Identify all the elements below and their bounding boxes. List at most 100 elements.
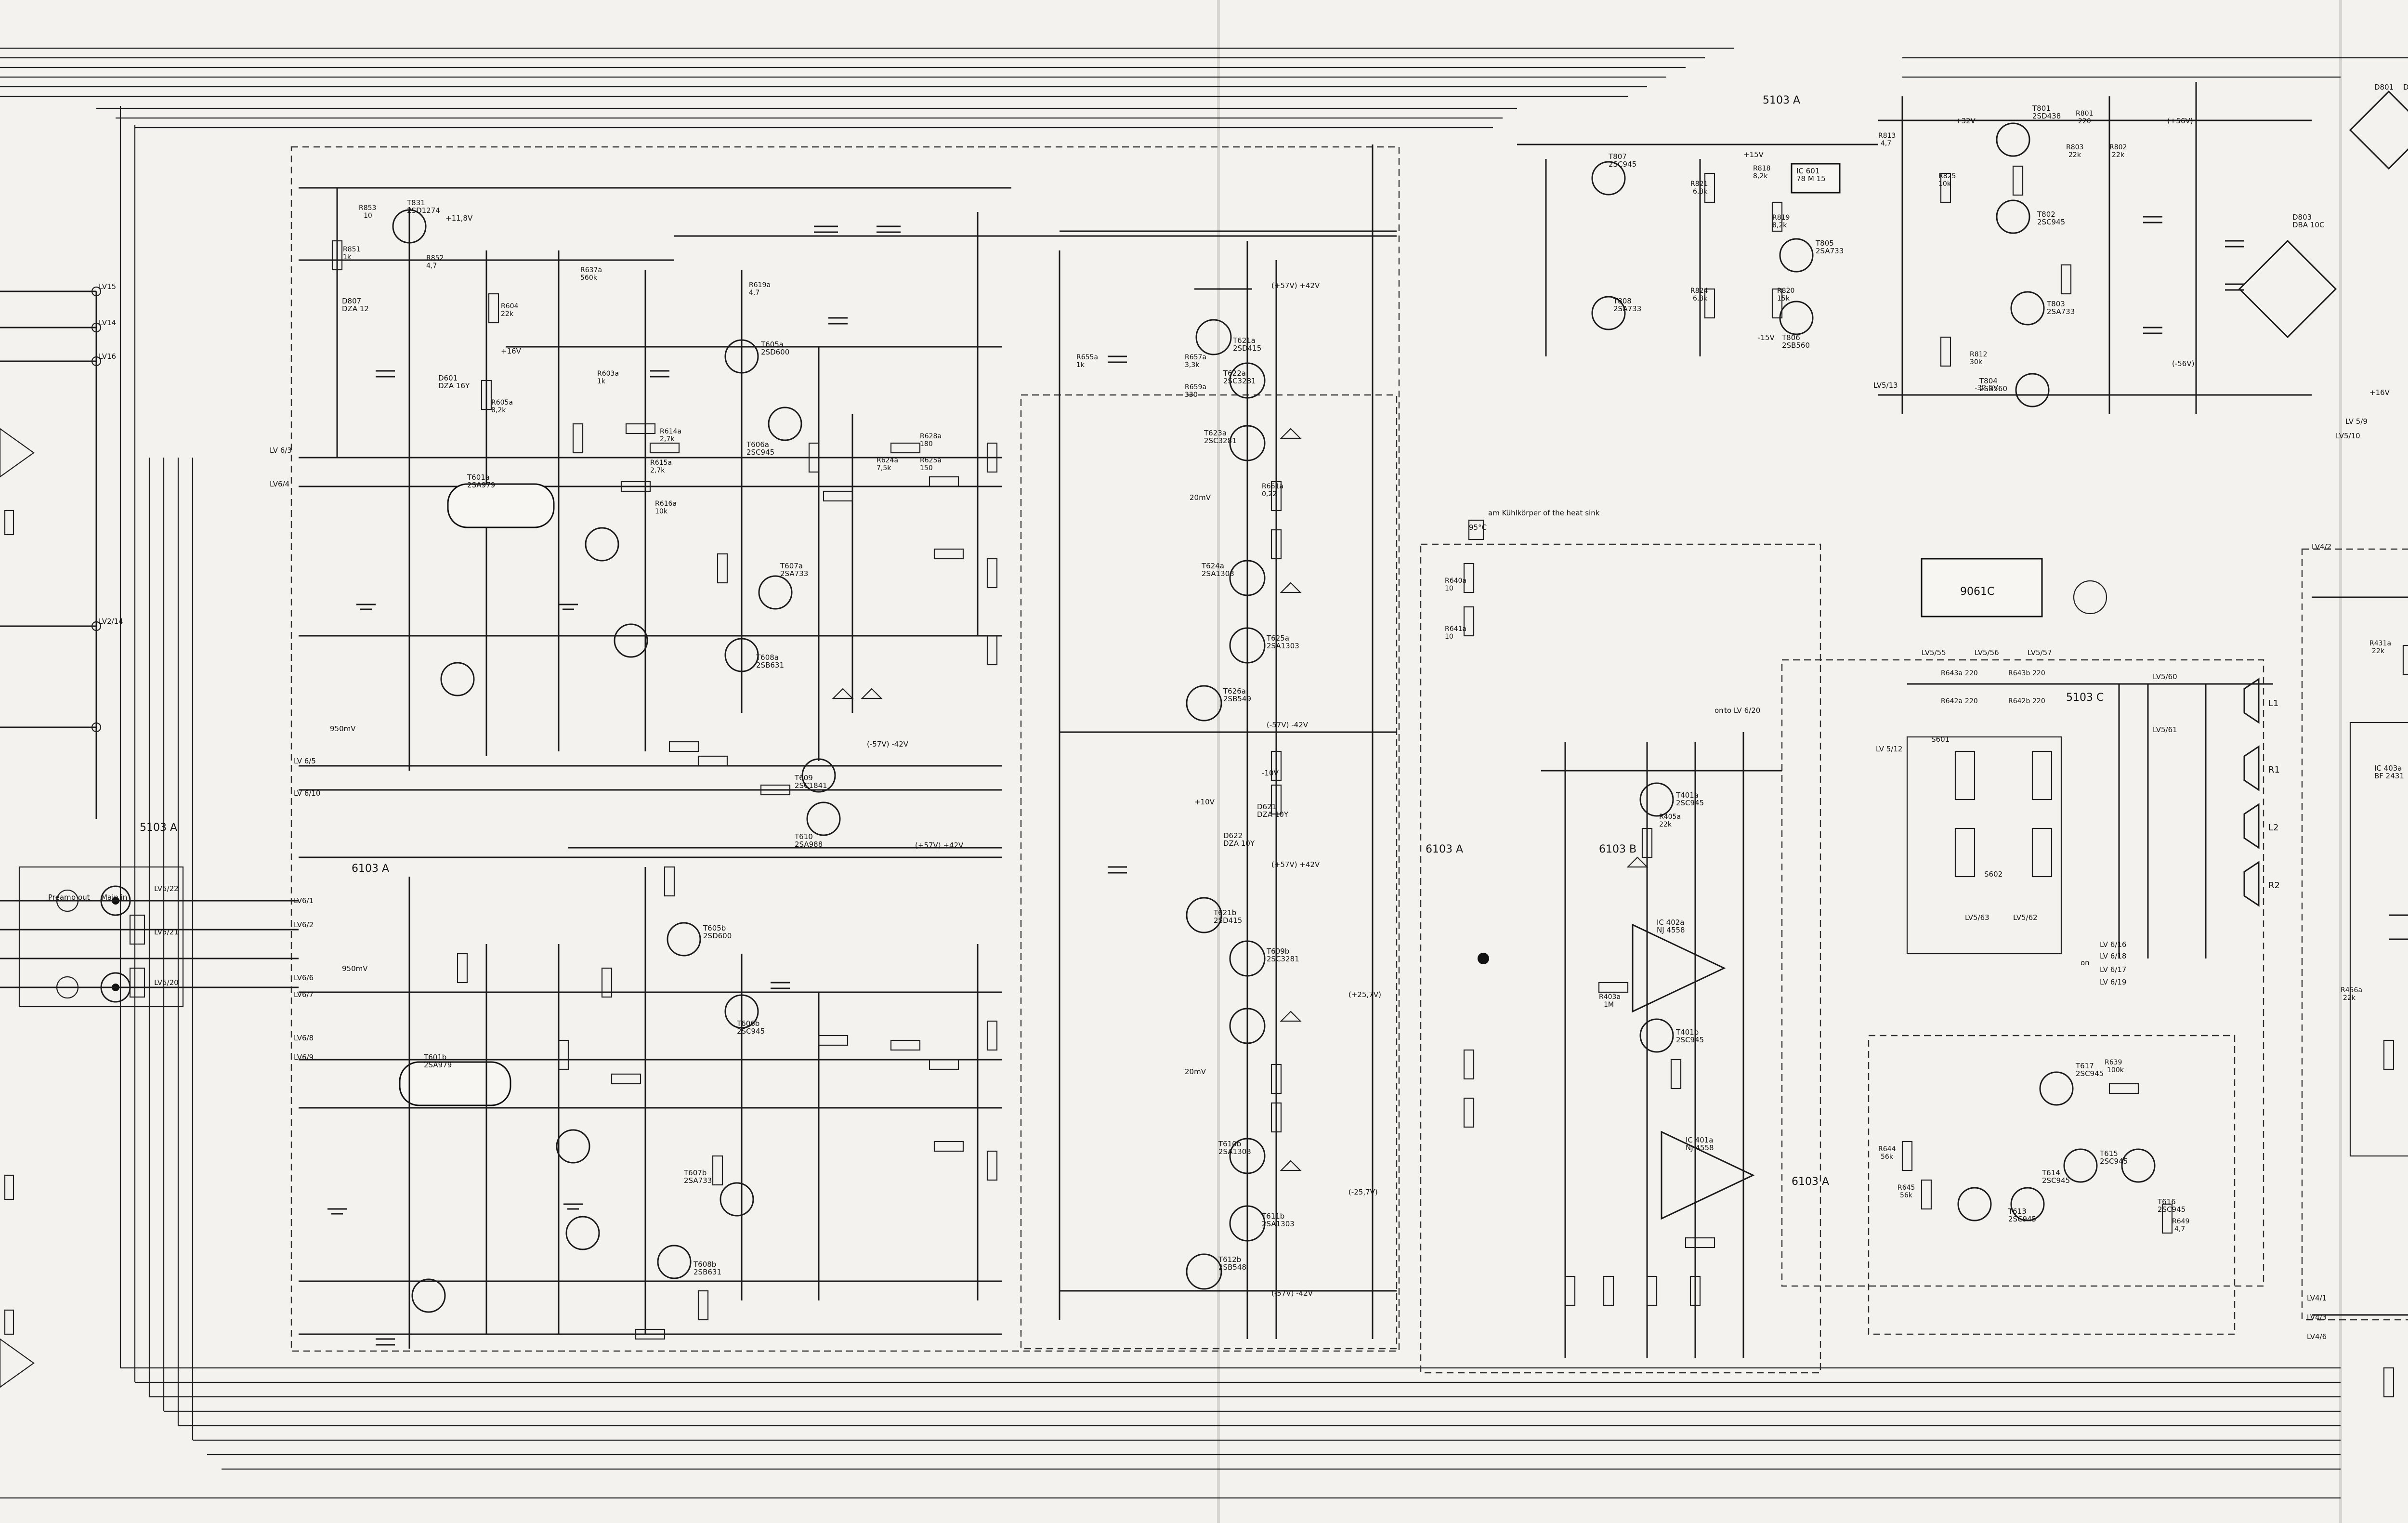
part-t607b: 2SA733 — [684, 1176, 712, 1185]
rail-p42-low: (+57V) +42V — [915, 841, 964, 850]
speaker-l1: L1 — [2268, 698, 2278, 709]
r642a-ref: R642a — [1941, 697, 1963, 705]
r852-ref: R852 — [426, 254, 444, 262]
r643b-ref: R643b — [2008, 670, 2030, 677]
r603a-val: 1k — [597, 378, 606, 385]
part-t401b: 2SC945 — [1676, 1036, 1704, 1044]
board-5103c — [1901, 558, 2273, 1234]
pin-lv6-16: LV 6/16 — [2100, 940, 2126, 949]
notes-group: am Kühlkörper of the heat sink 95°C on t… — [1469, 509, 2002, 879]
r642b-ref: R642b — [2008, 697, 2030, 705]
r644-ref: R644 — [1878, 1145, 1896, 1153]
left-io-label-group: Preamp out Main in LV15 LV14 LV16 LV2/14… — [48, 282, 320, 1062]
r640a-val: 10 — [1445, 585, 1453, 592]
part-t621a: 2SD415 — [1233, 344, 1261, 353]
r628a-ref: R628a — [920, 433, 942, 440]
right-io-label-group: LV 6/16 LV 6/18 LV 6/17 LV 6/19 on LV5/5… — [1873, 381, 2368, 1341]
r642a-val: 220 — [1965, 697, 1978, 705]
r639-val: 100k — [2107, 1066, 2124, 1074]
r813-val: 4,7 — [1881, 140, 1891, 147]
label-t805: T805 — [1815, 239, 1834, 248]
pin-lv5-12: LV 5/12 — [1876, 745, 1902, 753]
part-ic403a: BF 2431 — [2374, 772, 2404, 780]
pin-lv5-22: LV5/22 — [154, 884, 179, 893]
rail-m10: -10V — [1262, 769, 1279, 777]
label-t610: T610 — [794, 832, 813, 841]
label-t614: T614 — [2042, 1169, 2060, 1177]
note-s602: S602 — [1984, 870, 2002, 879]
board-label-6103b: 6103 B — [1599, 843, 1636, 855]
pin-lv5-63: LV5/63 — [1965, 913, 1989, 922]
part-t613: 2SC945 — [2008, 1215, 2036, 1223]
rail-p10: +10V — [1194, 798, 1215, 806]
label-t609b: T609b — [1266, 947, 1289, 956]
label-t601a: T601a — [467, 473, 490, 482]
part-t605a: 2SD600 — [761, 348, 789, 356]
part-t605b: 2SD600 — [703, 932, 732, 940]
r645-val: 56k — [1900, 1192, 1913, 1199]
part-t609: 2SC1841 — [795, 781, 827, 790]
r818-val: 8,2k — [1753, 172, 1768, 180]
part-t805: 2SA733 — [1816, 247, 1844, 255]
label-t608a: T608a — [756, 653, 779, 662]
r637a-val: 560k — [580, 274, 598, 282]
part-t609b: 2SC3281 — [1267, 955, 1299, 963]
label-t612b: T612b — [1218, 1255, 1241, 1264]
transistor-label-group: T831 2SD1274 T601a 2SA979 T601b 2SA979 T… — [406, 104, 2186, 1276]
part-t625a: 2SA1303 — [1267, 642, 1299, 650]
label-t401a: T401a — [1675, 791, 1699, 800]
part-t807: 2SC945 — [1609, 160, 1636, 169]
r818-ref: R818 — [1753, 165, 1770, 172]
r851-ref: R851 — [343, 246, 360, 253]
board-label-group: 5103 A 5103 A 6103 A 6103 A 6103 B 6103 … — [140, 94, 2104, 1188]
r812-val: 30k — [1970, 358, 1983, 366]
part-t803: 2SA733 — [2047, 307, 2075, 316]
r456a-val: 22k — [2343, 994, 2356, 1002]
label-t601b: T601b — [423, 1053, 446, 1062]
label-d601: D601 — [438, 374, 458, 382]
r625a-val: 150 — [920, 464, 933, 472]
label-t622a: T622a — [1223, 369, 1246, 378]
rail-m42-mid: (-57V) -42V — [1267, 721, 1309, 729]
label-t621a: T621a — [1232, 336, 1256, 345]
rail-m15: -15V — [1758, 333, 1775, 342]
r405a-val: 22k — [1659, 821, 1672, 828]
pin-lv6-19: LV 6/19 — [2100, 978, 2126, 986]
part-t612b: 2SB548 — [1218, 1263, 1246, 1272]
pin-lv6-18: LV 6/18 — [2100, 952, 2126, 960]
label-t605b: T605b — [703, 924, 726, 932]
pin-lv6-4: LV6/4 — [270, 480, 289, 488]
part-t610: 2SA988 — [795, 840, 823, 849]
r624a-ref: R624a — [877, 457, 898, 464]
part-t804: 2SB560 — [1979, 384, 2007, 393]
note-relay-on: on — [1714, 706, 1724, 715]
rail-m25-7: (-25,7V) — [1348, 1188, 1378, 1196]
part-t626a: 2SB549 — [1223, 695, 1251, 703]
r819-val: 8,2k — [1772, 222, 1787, 229]
r645-ref: R645 — [1898, 1184, 1915, 1192]
r403a-val: 1M — [1604, 1001, 1614, 1009]
pin-lv5-21: LV5/21 — [154, 928, 179, 936]
r625a-ref: R625a — [920, 457, 942, 464]
label-t608b: T608b — [693, 1260, 716, 1269]
label-d807: D807 — [342, 297, 361, 305]
part-d622: DZA 10Y — [1223, 839, 1255, 848]
part-t606b: 2SC945 — [737, 1027, 765, 1036]
part-t611b: 2SA1303 — [1262, 1220, 1295, 1228]
label-t831: T831 — [406, 198, 425, 207]
pin-lv14: LV14 — [99, 318, 116, 327]
label-t623a: T623a — [1204, 429, 1227, 437]
pin-on: on — [2081, 958, 2090, 967]
top-bus-lines — [0, 47, 2408, 129]
r640a-ref: R640a — [1445, 577, 1466, 585]
r643a-val: 220 — [1965, 670, 1978, 677]
board-6103b — [1463, 519, 1782, 1358]
pin-lv4-3: LV4/3 — [2307, 1313, 2327, 1322]
r649-ref: R649 — [2172, 1218, 2189, 1225]
output-stage — [1059, 144, 1397, 1339]
part-t624a: 2SA1303 — [1202, 569, 1234, 578]
r637a-ref: R637a — [580, 266, 602, 274]
r821-val: 6,8k — [1693, 188, 1708, 196]
pin-lv5-10: LV5/10 — [2336, 432, 2360, 440]
r819-ref: R819 — [1772, 214, 1790, 222]
